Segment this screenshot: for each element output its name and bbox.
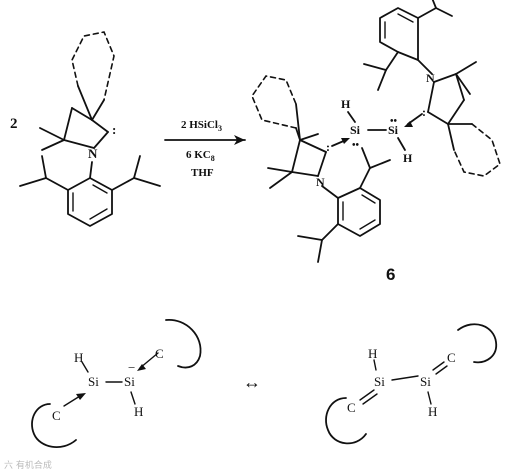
pyrrolidine-ring xyxy=(39,107,109,151)
res-a-carbon-top: C xyxy=(155,346,164,361)
ligand-arc-top-right-b xyxy=(457,323,498,364)
stoichiometric-coefficient: 2 xyxy=(10,116,18,132)
product-h-right: H xyxy=(403,151,413,165)
nitrogen-atom: N xyxy=(88,146,98,161)
product-h-left: H xyxy=(341,97,351,111)
si2h2-core: Si H •• Si •• H xyxy=(341,97,413,165)
resonance-structure-b: C Si H Si H C xyxy=(325,323,498,445)
dipp-aryl xyxy=(19,155,161,227)
res-a-minus: − xyxy=(128,360,135,375)
product-right-nitrogen: N xyxy=(426,71,435,85)
product-left-caac xyxy=(251,75,391,263)
res-b-h-right: H xyxy=(428,404,437,419)
resonance-structure-a: C Si − H Si H C xyxy=(31,319,202,448)
product-left-nitrogen: N xyxy=(316,175,325,189)
starting-caac: 2 : N xyxy=(10,31,161,227)
ligand-arc-bottom-left xyxy=(31,403,77,448)
reaction-arrow: 2 HSiCl3 6 KC8 THF xyxy=(164,119,246,179)
product-si-left: Si xyxy=(350,123,361,137)
product-si-right: Si xyxy=(388,123,399,137)
product-6: N : Si H •• Si •• H : xyxy=(251,0,501,284)
res-b-carbon-bottom: C xyxy=(347,400,356,415)
ligand-arc-bottom-left-b xyxy=(325,397,367,445)
solvent-thf: THF xyxy=(191,167,214,179)
res-a-si-left: Si xyxy=(88,374,99,389)
res-a-carbon-bottom: C xyxy=(52,408,61,423)
product-label: 6 xyxy=(386,265,395,284)
reagent-kc8: 6 KC8 xyxy=(186,149,215,163)
res-b-h-left: H xyxy=(368,346,377,361)
ligand-arc-top-right xyxy=(165,319,202,369)
product-right-caac xyxy=(363,0,501,177)
res-b-si-right: Si xyxy=(420,374,431,389)
product-si-left-lone-pair: •• xyxy=(352,140,360,151)
product-si-right-lone-pair: •• xyxy=(390,116,398,127)
product-left-carbene-dots: : xyxy=(326,140,330,154)
res-a-si-right: Si xyxy=(124,374,135,389)
carbene-lone-pair: : xyxy=(112,122,116,137)
res-b-si-left: Si xyxy=(374,374,385,389)
res-a-h-left: H xyxy=(74,350,83,365)
product-right-carbene-dots: : xyxy=(422,105,426,119)
spiro-cyclohexane-dashed xyxy=(71,31,115,121)
res-b-carbon-top: C xyxy=(447,350,456,365)
reagent-hsicl3: 2 HSiCl3 xyxy=(181,119,222,133)
resonance-arrow: ↔ xyxy=(243,372,261,392)
watermark: 六 有机合成 xyxy=(4,459,52,471)
res-a-h-right: H xyxy=(134,404,143,419)
